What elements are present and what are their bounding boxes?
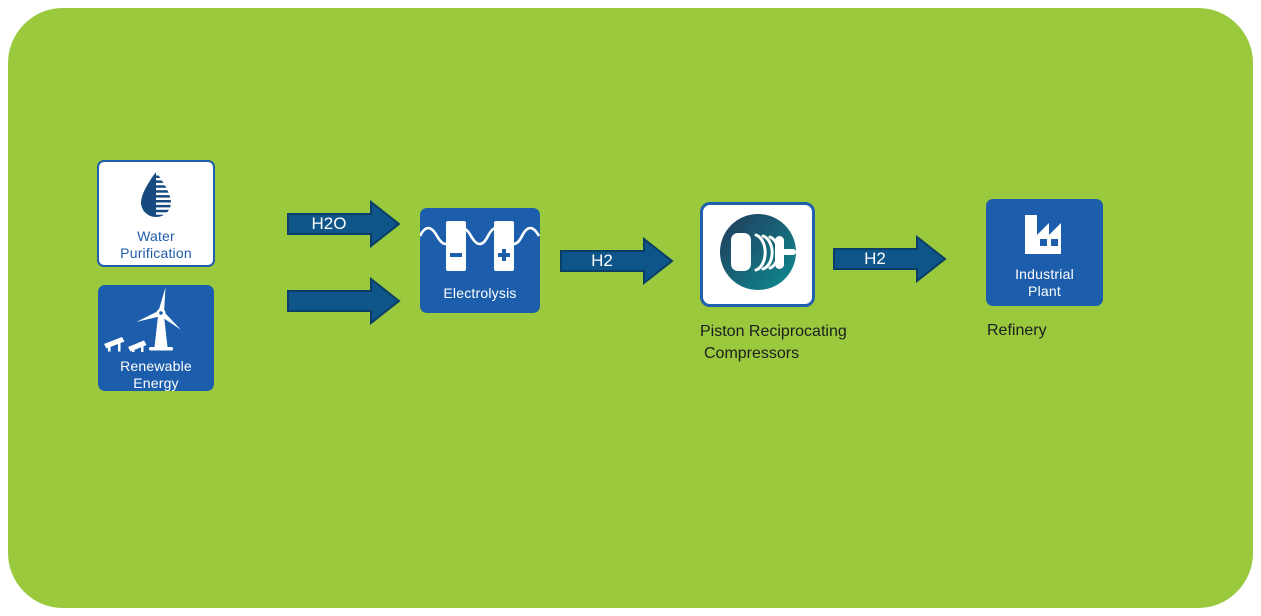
water-drop-icon	[137, 171, 175, 224]
industrial-plant-label-line2: Plant	[1028, 283, 1061, 299]
renewable-energy-label-line1: Renewable	[120, 358, 192, 374]
wind-turbine-solar-icon	[98, 285, 214, 360]
refinery-caption: Refinery	[987, 322, 1047, 339]
compressors-caption-line1: Piston Reciprocating	[700, 323, 847, 340]
water-purification-label-line1: Water	[137, 228, 175, 244]
node-water-purification: Water Purification	[97, 160, 215, 267]
arrow-h2-1-label: H2	[591, 251, 613, 270]
node-renewable-energy: Renewable Energy	[98, 285, 214, 391]
arrow-h2-to-refinery: H2	[833, 235, 947, 283]
arrow-h2o-label: H2O	[311, 214, 347, 233]
arrow-energy-label	[287, 277, 371, 325]
compressor-icon	[718, 212, 798, 297]
node-electrolysis: Electrolysis	[418, 208, 541, 313]
electrolysis-label: Electrolysis	[443, 285, 517, 301]
electrolysis-electrodes-icon	[418, 208, 541, 289]
compressors-caption: Piston Reciprocating Compressors	[700, 321, 847, 365]
arrow-energy	[287, 277, 401, 325]
arrow-h2-to-compressors: H2	[560, 237, 674, 285]
arrow-h2o: H2O	[287, 200, 401, 248]
node-compressors	[700, 202, 815, 307]
compressors-caption-line2: Compressors	[704, 345, 800, 362]
arrow-h2-2-label: H2	[864, 249, 886, 268]
node-industrial-plant: Industrial Plant	[986, 199, 1103, 306]
factory-icon	[1020, 213, 1070, 261]
industrial-plant-label-line1: Industrial	[1015, 266, 1074, 282]
renewable-energy-label-line2: Energy	[133, 375, 179, 391]
water-purification-label-line2: Purification	[120, 245, 192, 261]
green-background-panel	[8, 8, 1253, 608]
